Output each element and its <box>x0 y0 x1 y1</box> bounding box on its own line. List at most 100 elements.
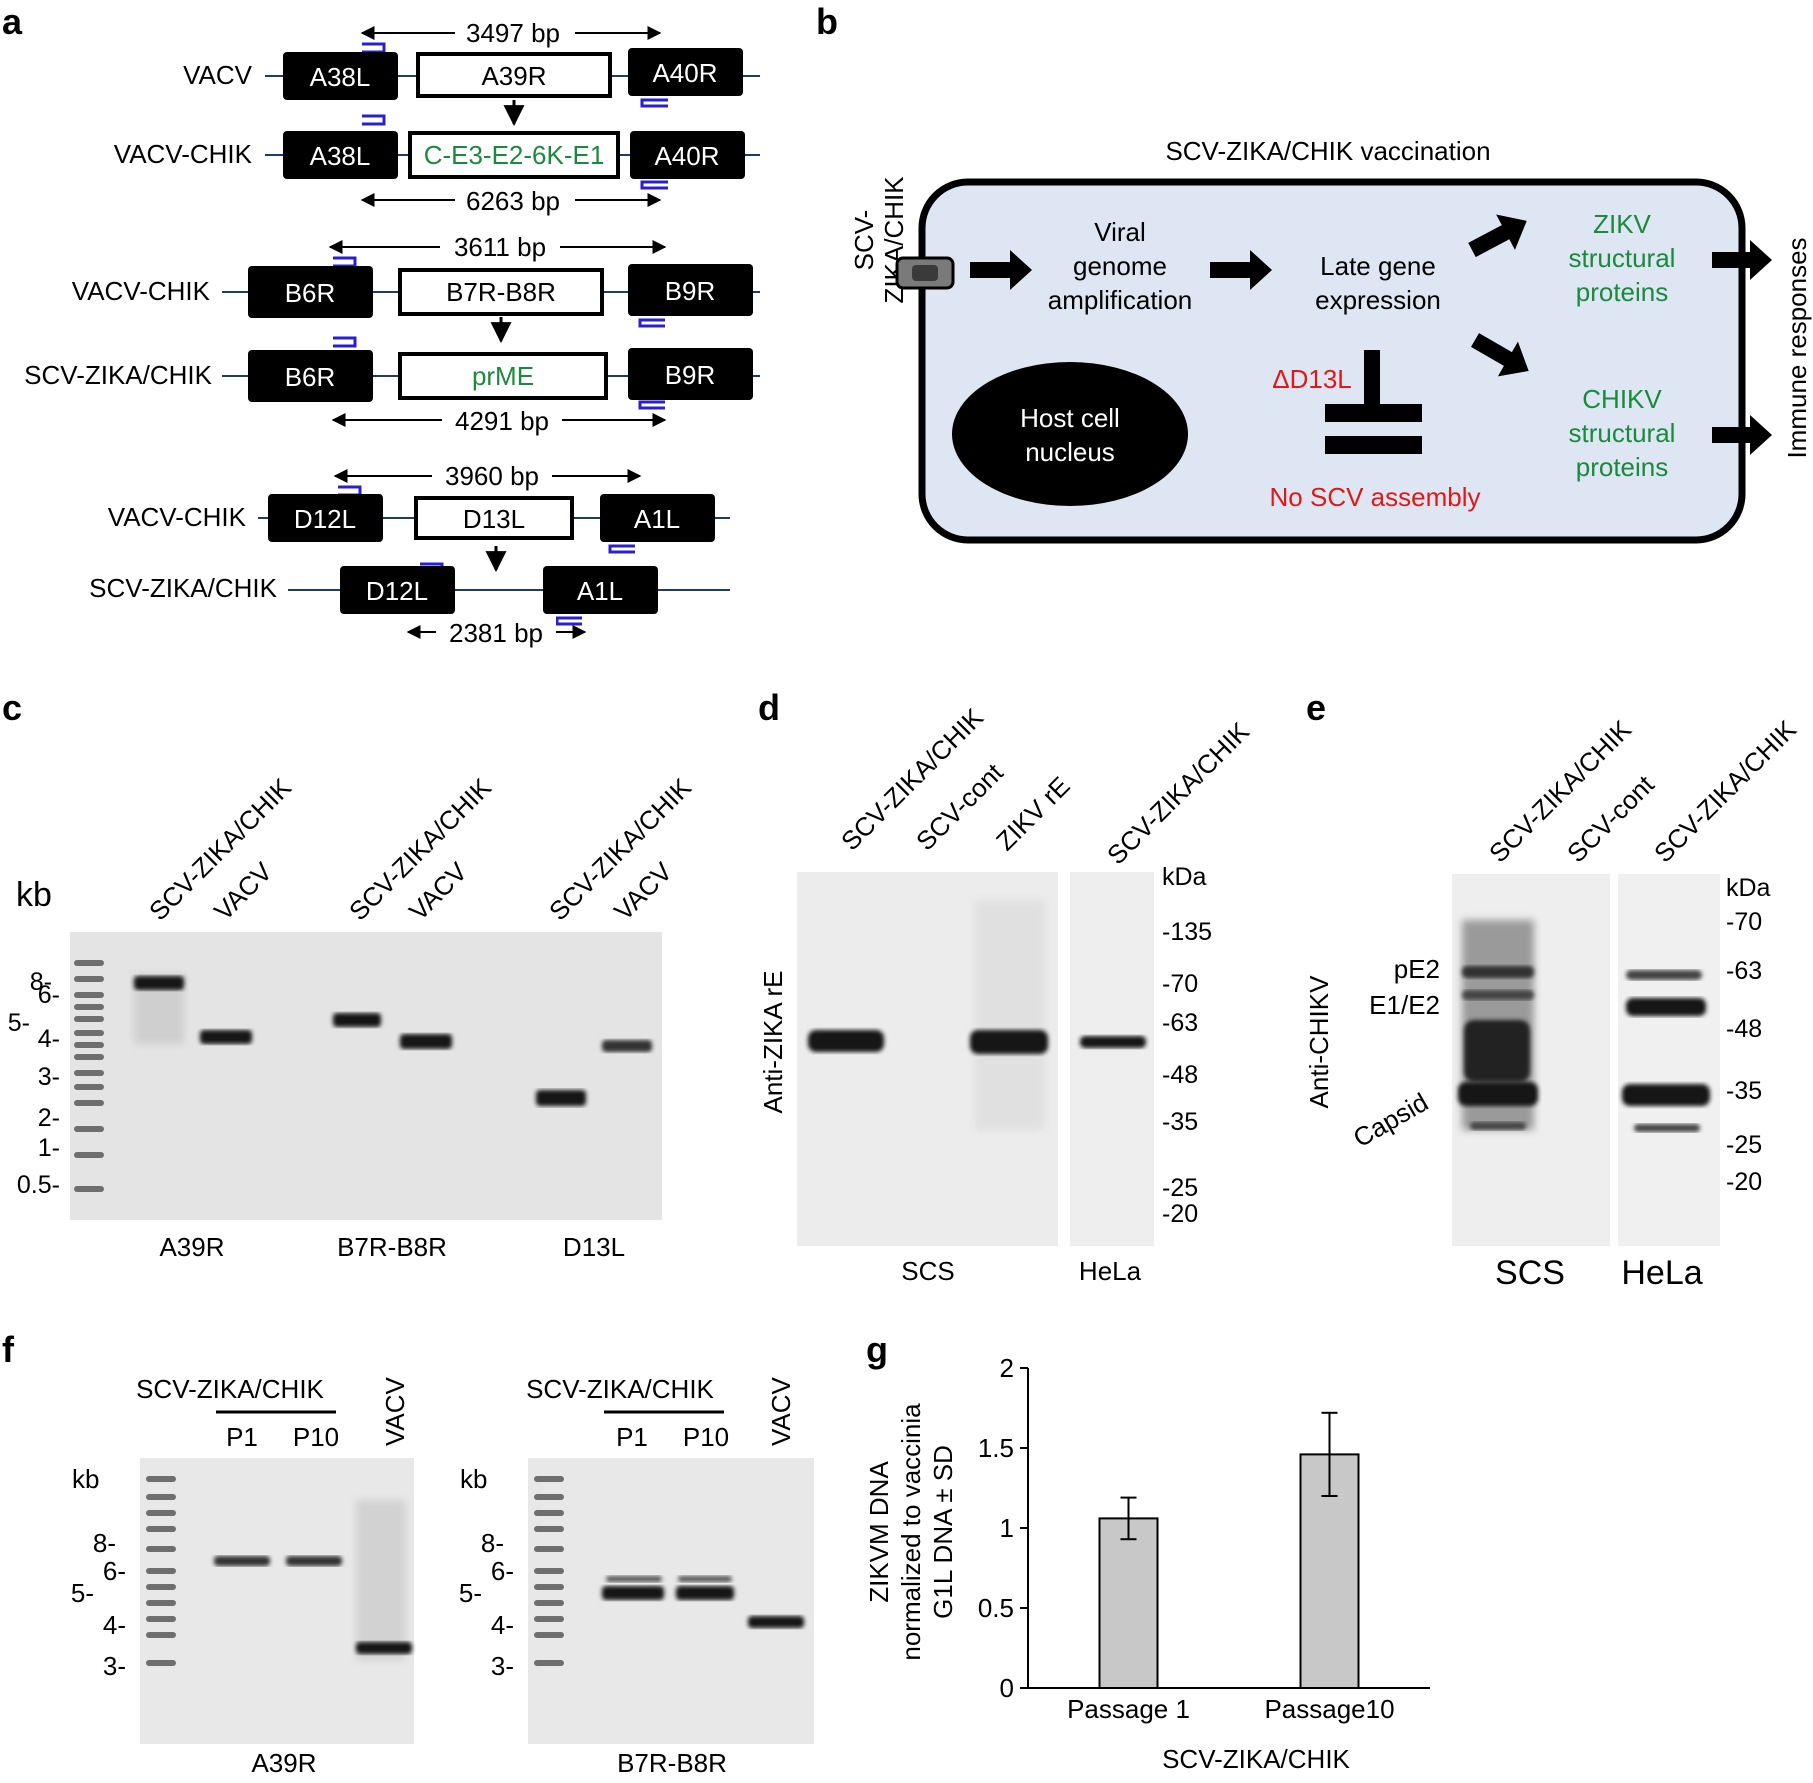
size-bg <box>436 616 556 650</box>
arrow-icon <box>1210 250 1272 290</box>
step2-line2: expression <box>1315 285 1441 315</box>
ladder-band <box>146 1510 176 1516</box>
band <box>214 1556 270 1566</box>
marker-label: -25 <box>1162 1174 1198 1202</box>
immune-label: Immune responses <box>1782 237 1812 458</box>
nucleus-line1: Host cell <box>1020 403 1120 433</box>
size-label: 3611 bp <box>454 232 546 262</box>
x-axis-label: SCV-ZIKA/CHIK <box>1162 1744 1350 1774</box>
no-assembly-label: No SCV assembly <box>1270 482 1481 512</box>
gel-group-label: A39R <box>159 1232 224 1262</box>
nucleus-shape <box>952 362 1188 506</box>
ladder-label: 8- <box>481 1528 504 1558</box>
gene-box-d13l <box>414 496 574 540</box>
ladder-label: 3- <box>103 1651 126 1681</box>
primer-icon <box>608 544 635 554</box>
blot-d-hela <box>1070 872 1154 1246</box>
band-pe2 <box>1462 966 1534 978</box>
ladder-band <box>74 1084 104 1090</box>
gene-label: prME <box>472 361 534 391</box>
band <box>134 976 184 990</box>
arrow-icon <box>970 250 1032 290</box>
primer-icon <box>362 114 386 126</box>
ladder-band <box>146 1546 176 1552</box>
chikv-line3: proteins <box>1576 452 1669 482</box>
gene-box-a38l <box>283 131 398 179</box>
zikv-line3: proteins <box>1576 277 1669 307</box>
panel-b: b SCV-ZIKA/CHIK vaccination SCV- ZIKA/CH… <box>816 1 1812 544</box>
smear <box>356 1500 406 1660</box>
bar <box>1098 1517 1159 1690</box>
ladder-band <box>534 1616 564 1622</box>
passage-label: P10 <box>293 1422 339 1452</box>
y-tick-label: 0 <box>1000 1673 1014 1703</box>
row-label: VACV-CHIK <box>72 276 211 306</box>
size-label: 4291 bp <box>455 406 549 436</box>
inhibition-stem-icon <box>1364 350 1380 404</box>
band-capsid <box>1458 1082 1538 1106</box>
marker-label: -48 <box>1726 1015 1762 1043</box>
panel-label-a: a <box>2 1 23 42</box>
gene-label: B6R <box>285 362 336 392</box>
marker-label: -25 <box>1726 1131 1762 1159</box>
arrow-icon-down <box>1471 333 1529 377</box>
gel-label: A39R <box>251 1748 316 1778</box>
kb-label: kb <box>460 1464 487 1494</box>
ladder-band <box>74 1186 104 1192</box>
band <box>1622 1084 1710 1106</box>
ladder-band <box>146 1584 176 1590</box>
primer-icon <box>640 98 668 108</box>
gene-box-b9r <box>628 264 753 316</box>
size-label: 6263 bp <box>466 186 560 216</box>
kb-label: kb <box>72 1464 99 1494</box>
step1-line3: amplification <box>1048 285 1193 315</box>
ladder-band <box>146 1568 176 1574</box>
y-axis-label-line1: ZIKVM DNA <box>864 1461 894 1603</box>
y-axis-label-line3: G1L DNA ± SD <box>928 1445 958 1619</box>
primer-icon <box>333 336 357 348</box>
band <box>1626 998 1706 1016</box>
passage-label: P1 <box>226 1422 258 1452</box>
size-bg <box>440 231 560 265</box>
panel-d: d SCV-ZIKA/CHIK SCV-cont ZIKV rE SCV-ZIK… <box>758 687 1256 1286</box>
zikv-line2: structural <box>1569 243 1676 273</box>
gel-f2 <box>528 1458 814 1744</box>
band <box>536 1090 586 1106</box>
ladder-band <box>74 1100 104 1106</box>
marker-label: -48 <box>1162 1061 1198 1089</box>
gene-box-b7r <box>398 268 604 316</box>
panel-label-g: g <box>866 1329 888 1370</box>
group-label: SCV-ZIKA/CHIK <box>136 1374 324 1404</box>
y-tick-label: 0.5 <box>978 1593 1014 1623</box>
gene-box-b6r <box>248 350 373 402</box>
ladder-band <box>534 1526 564 1532</box>
lane-label: SCV-ZIKA/CHIK <box>1483 714 1637 868</box>
band <box>970 1030 1048 1054</box>
ladder-band <box>74 1054 104 1060</box>
row-label: VACV-CHIK <box>114 139 253 169</box>
step1-line2: genome <box>1073 251 1167 281</box>
gene-box-b6r <box>248 266 373 318</box>
panel-label-d: d <box>758 687 780 728</box>
ladder-label: 0.5- <box>17 1171 60 1199</box>
ladder-band <box>74 1152 104 1158</box>
ladder-band <box>534 1568 564 1574</box>
blot-bottom-label: HeLa <box>1079 1256 1142 1286</box>
band <box>1634 1124 1700 1132</box>
inhibition-bar-icon <box>1325 404 1422 422</box>
band <box>748 1616 804 1628</box>
step1-line1: Viral <box>1094 217 1146 247</box>
band-smear-dark <box>1464 1020 1530 1082</box>
ladder-f2 <box>534 1476 564 1666</box>
gel-label: B7R-B8R <box>617 1748 727 1778</box>
marker-label: -70 <box>1162 970 1198 998</box>
ladder-c <box>74 960 104 1192</box>
ladder-label: 5- <box>459 1578 482 1608</box>
ladder-band <box>146 1600 176 1606</box>
ladder-band <box>146 1632 176 1638</box>
nucleus-line2: nucleus <box>1025 437 1115 467</box>
ladder-label: 3- <box>491 1651 514 1681</box>
ladder-band <box>74 1016 104 1022</box>
size-label: 2381 bp <box>449 618 543 648</box>
